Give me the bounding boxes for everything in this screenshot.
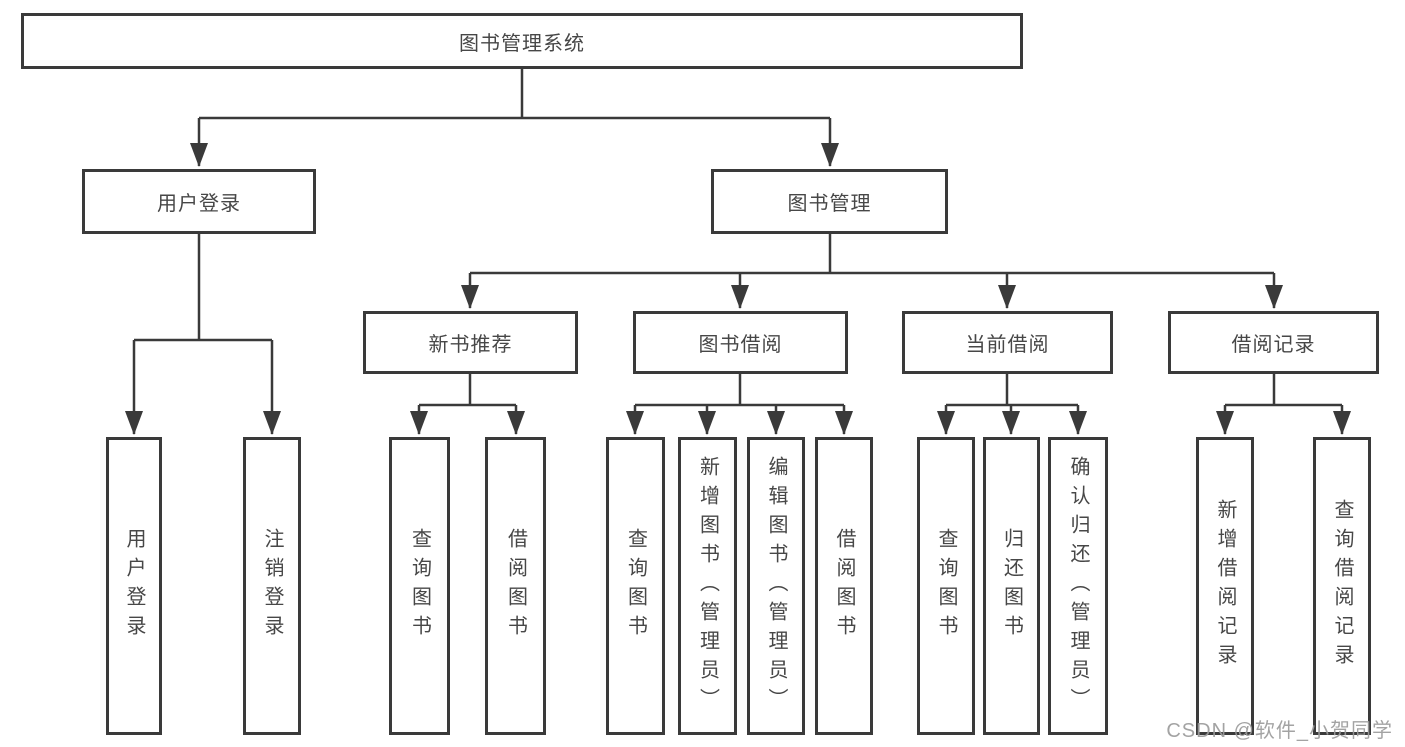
- leaf-logout: 注销登录: [243, 437, 301, 735]
- node-library-management-system: 图书管理系统: [21, 13, 1023, 69]
- edge-user-login-rail: [134, 234, 272, 342]
- edge-root-rail: [199, 69, 830, 120]
- node-new-book-recommend: 新书推荐: [363, 311, 578, 374]
- node-book-borrow: 图书借阅: [633, 311, 848, 374]
- edge-book-borrow-rail: [635, 374, 844, 407]
- node-current-borrow: 当前借阅: [902, 311, 1113, 374]
- node-user-login: 用户登录: [82, 169, 316, 234]
- edge-borrow-records-rail: [1225, 374, 1342, 407]
- leaf-add-borrow-record: 新增借阅记录: [1196, 437, 1254, 735]
- leaf-borrow-books-1: 借阅图书: [485, 437, 546, 735]
- edge-current-borrow-rail: [946, 374, 1078, 407]
- edge-book-management-rail: [470, 234, 1274, 275]
- leaf-query-books-2: 查询图书: [606, 437, 665, 735]
- leaf-add-book-admin: 新增图书（管理员）: [678, 437, 737, 735]
- leaf-query-borrow-record: 查询借阅记录: [1313, 437, 1371, 735]
- leaf-borrow-books-2: 借阅图书: [815, 437, 873, 735]
- node-borrow-records: 借阅记录: [1168, 311, 1379, 374]
- leaf-query-books-1: 查询图书: [389, 437, 450, 735]
- leaf-user-login: 用户登录: [106, 437, 162, 735]
- node-book-management: 图书管理: [711, 169, 948, 234]
- leaf-return-books: 归还图书: [983, 437, 1040, 735]
- leaf-query-books-3: 查询图书: [917, 437, 975, 735]
- edge-new-book-recommend-rail: [419, 374, 516, 407]
- watermark: CSDN @软件_小贺同学: [1166, 720, 1393, 742]
- leaf-confirm-return-admin: 确认归还（管理员）: [1048, 437, 1108, 735]
- leaf-edit-book-admin: 编辑图书（管理员）: [747, 437, 805, 735]
